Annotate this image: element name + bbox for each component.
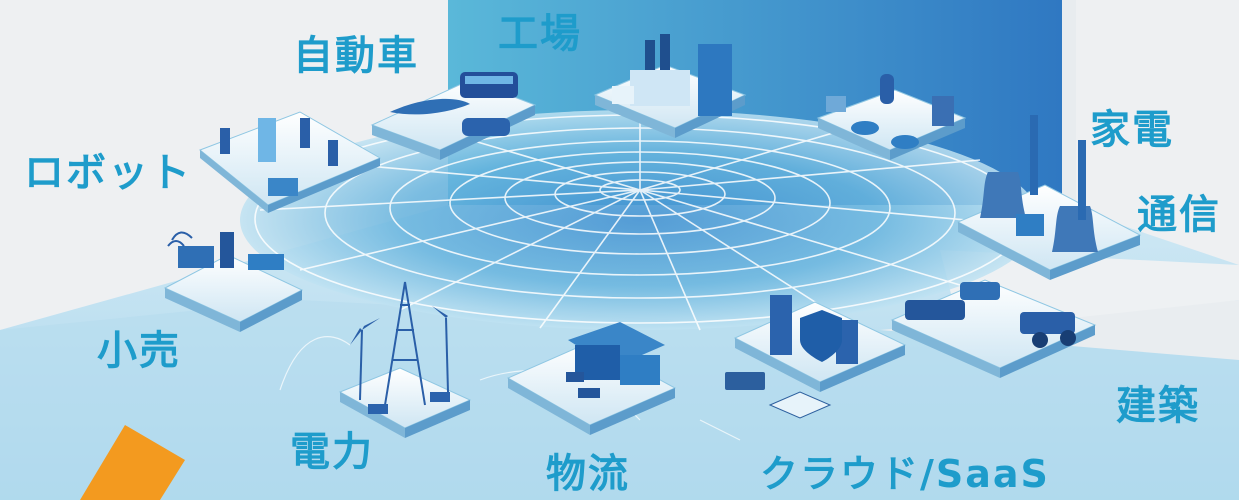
construction-tile [890,279,1097,378]
telecom-tile [956,115,1142,280]
logistics-tile [506,322,677,435]
network-grid-disc [240,110,1040,331]
cloud-tile [725,295,907,419]
label-logistics: 物流 [546,451,630,497]
label-factory: 工場 [498,11,582,57]
robot-tile [199,111,382,213]
appliances-tile [816,74,967,160]
power-tile [338,281,472,438]
label-power: 電力 [290,429,374,475]
label-telecom: 通信 [1137,192,1221,238]
label-robot: ロボット [24,150,192,196]
label-appliances: 家電 [1090,107,1174,153]
factory-tile [593,34,747,138]
retail-tile [163,231,304,332]
automobile-tile [370,72,537,160]
label-cloud: クラウド/SaaS [760,452,1050,496]
orange-arrow-icon [80,425,185,500]
label-automobile: 自動車 [293,33,419,79]
label-retail: 小売 [97,328,181,374]
label-construction: 建築 [1116,383,1200,429]
